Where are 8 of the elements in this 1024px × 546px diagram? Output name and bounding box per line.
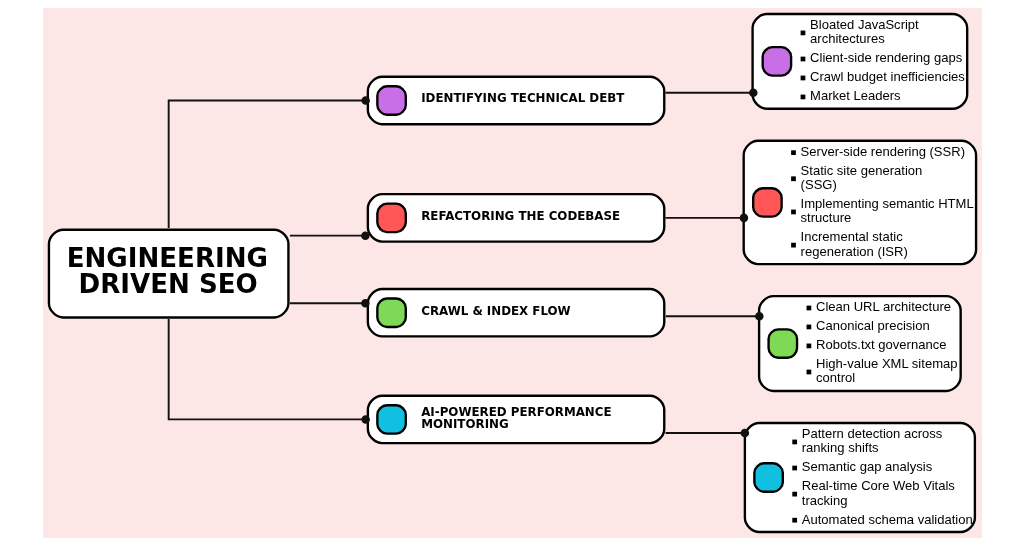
connector	[288, 298, 370, 308]
connector	[664, 428, 749, 438]
connector	[288, 231, 370, 240]
connector	[167, 318, 370, 424]
connector	[664, 88, 758, 98]
connector	[664, 312, 764, 321]
connector	[664, 213, 748, 223]
connector	[167, 96, 370, 230]
